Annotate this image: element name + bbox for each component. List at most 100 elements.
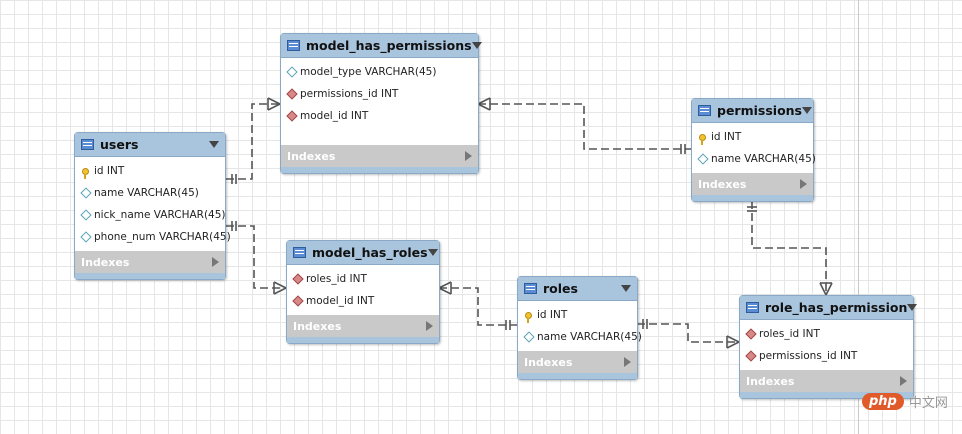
column-list: roles_id INT model_id INT xyxy=(287,265,439,315)
table-title: model_has_permissions xyxy=(306,38,472,53)
table-column[interactable]: phone_num VARCHAR(45) xyxy=(75,226,231,248)
watermark: php 中文网 xyxy=(862,392,948,411)
collapse-arrow-icon[interactable] xyxy=(209,141,219,148)
table-permissions[interactable]: permissions id INT name VARCHAR(45) Inde… xyxy=(691,98,816,202)
table-column[interactable]: model_type VARCHAR(45) xyxy=(281,61,478,83)
foreign-key-icon xyxy=(291,273,304,285)
relationship-users-model-has-permissions[interactable] xyxy=(226,97,281,184)
indexes-section[interactable]: Indexes xyxy=(740,370,913,392)
primary-key-icon xyxy=(523,310,534,323)
table-role-has-permission[interactable]: role_has_permission roles_id INT permiss… xyxy=(739,295,918,399)
table-footer xyxy=(281,167,478,173)
table-header[interactable]: model_has_roles xyxy=(287,241,439,265)
column-label: name VARCHAR(45) xyxy=(94,187,199,199)
foreign-key-icon xyxy=(291,295,304,307)
foreign-key-icon xyxy=(744,328,757,340)
table-column[interactable]: id INT xyxy=(692,126,813,148)
table-title: users xyxy=(100,137,139,152)
column-label: model_type VARCHAR(45) xyxy=(300,66,437,78)
table-icon xyxy=(293,247,306,258)
collapse-arrow-icon[interactable] xyxy=(471,42,482,49)
column-label: name VARCHAR(45) xyxy=(711,153,816,165)
table-icon xyxy=(524,283,537,294)
indexes-label: Indexes xyxy=(293,319,342,333)
column-label: roles_id INT xyxy=(759,328,820,340)
collapse-arrow-icon[interactable] xyxy=(427,249,438,256)
table-column[interactable]: permissions_id INT xyxy=(740,345,913,367)
column-icon xyxy=(522,331,535,343)
table-header[interactable]: users xyxy=(75,133,225,157)
column-label: phone_num VARCHAR(45) xyxy=(94,231,231,243)
indexes-section[interactable]: Indexes xyxy=(75,251,225,273)
table-header[interactable]: permissions xyxy=(692,99,813,123)
table-icon xyxy=(81,139,94,150)
column-list: roles_id INT permissions_id INT xyxy=(740,320,913,370)
table-header[interactable]: roles xyxy=(518,277,637,301)
table-footer xyxy=(287,337,439,343)
table-column[interactable]: name VARCHAR(45) xyxy=(518,326,642,348)
expand-arrow-icon[interactable] xyxy=(800,179,807,189)
column-label: id INT xyxy=(711,131,742,143)
table-header[interactable]: role_has_permission xyxy=(740,296,918,320)
table-column[interactable]: roles_id INT xyxy=(287,268,439,290)
table-icon xyxy=(698,105,711,116)
table-title: model_has_roles xyxy=(312,245,428,260)
column-label: permissions_id INT xyxy=(759,350,858,362)
table-column[interactable]: nick_name VARCHAR(45) xyxy=(75,204,226,226)
table-column[interactable]: model_id INT xyxy=(281,105,478,127)
table-model-has-permissions[interactable]: model_has_permissions model_type VARCHAR… xyxy=(280,33,482,174)
table-footer xyxy=(75,273,225,279)
table-model-has-roles[interactable]: model_has_roles roles_id INT model_id IN… xyxy=(286,240,440,344)
table-users[interactable]: users id INT name VARCHAR(45) nick_name … xyxy=(74,132,231,280)
table-title: permissions xyxy=(717,103,802,118)
collapse-arrow-icon[interactable] xyxy=(802,107,812,114)
column-icon xyxy=(696,153,709,165)
table-column[interactable]: roles_id INT xyxy=(740,323,913,345)
table-column[interactable]: model_id INT xyxy=(287,290,439,312)
table-column[interactable]: id INT xyxy=(75,160,225,182)
table-footer xyxy=(740,392,913,398)
relationship-roles-model-has-roles[interactable] xyxy=(438,281,517,330)
table-icon xyxy=(287,40,300,51)
indexes-section[interactable]: Indexes xyxy=(281,145,478,167)
column-list: id INT name VARCHAR(45) nick_name VARCHA… xyxy=(75,157,231,251)
expand-arrow-icon[interactable] xyxy=(212,257,219,267)
primary-key-icon xyxy=(80,166,91,179)
table-column[interactable]: name VARCHAR(45) xyxy=(692,148,816,170)
indexes-label: Indexes xyxy=(746,374,795,388)
table-column[interactable]: permissions_id INT xyxy=(281,83,478,105)
table-column[interactable]: id INT xyxy=(518,304,637,326)
page-boundary-line xyxy=(858,0,859,434)
table-column[interactable]: name VARCHAR(45) xyxy=(75,182,225,204)
expand-arrow-icon[interactable] xyxy=(465,151,472,161)
table-title: roles xyxy=(543,281,578,296)
indexes-section[interactable]: Indexes xyxy=(287,315,439,337)
collapse-arrow-icon[interactable] xyxy=(907,304,918,311)
column-list: id INT name VARCHAR(45) xyxy=(518,301,642,351)
indexes-section[interactable]: Indexes xyxy=(692,173,813,195)
column-label: model_id INT xyxy=(306,295,375,307)
column-icon xyxy=(79,231,92,243)
table-title: role_has_permission xyxy=(765,300,908,315)
primary-key-icon xyxy=(697,132,708,145)
indexes-label: Indexes xyxy=(287,149,336,163)
table-header[interactable]: model_has_permissions xyxy=(281,34,482,58)
table-roles[interactable]: roles id INT name VARCHAR(45) Indexes xyxy=(517,276,642,380)
relationship-permissions-model-has-permissions[interactable] xyxy=(477,97,691,154)
relationship-roles-role-has-permission[interactable] xyxy=(637,319,740,349)
relationship-permissions-role-has-permission[interactable] xyxy=(747,201,833,296)
column-label: roles_id INT xyxy=(306,273,367,285)
collapse-arrow-icon[interactable] xyxy=(621,285,631,292)
indexes-section[interactable]: Indexes xyxy=(518,351,637,373)
table-icon xyxy=(746,302,759,313)
expand-arrow-icon[interactable] xyxy=(624,357,631,367)
relationship-users-model-has-roles[interactable] xyxy=(226,221,287,295)
foreign-key-icon xyxy=(285,88,298,100)
watermark-logo: php xyxy=(862,393,904,410)
column-label: model_id INT xyxy=(300,110,369,122)
expand-arrow-icon[interactable] xyxy=(426,321,433,331)
expand-arrow-icon[interactable] xyxy=(900,376,907,386)
column-list: id INT name VARCHAR(45) xyxy=(692,123,816,173)
